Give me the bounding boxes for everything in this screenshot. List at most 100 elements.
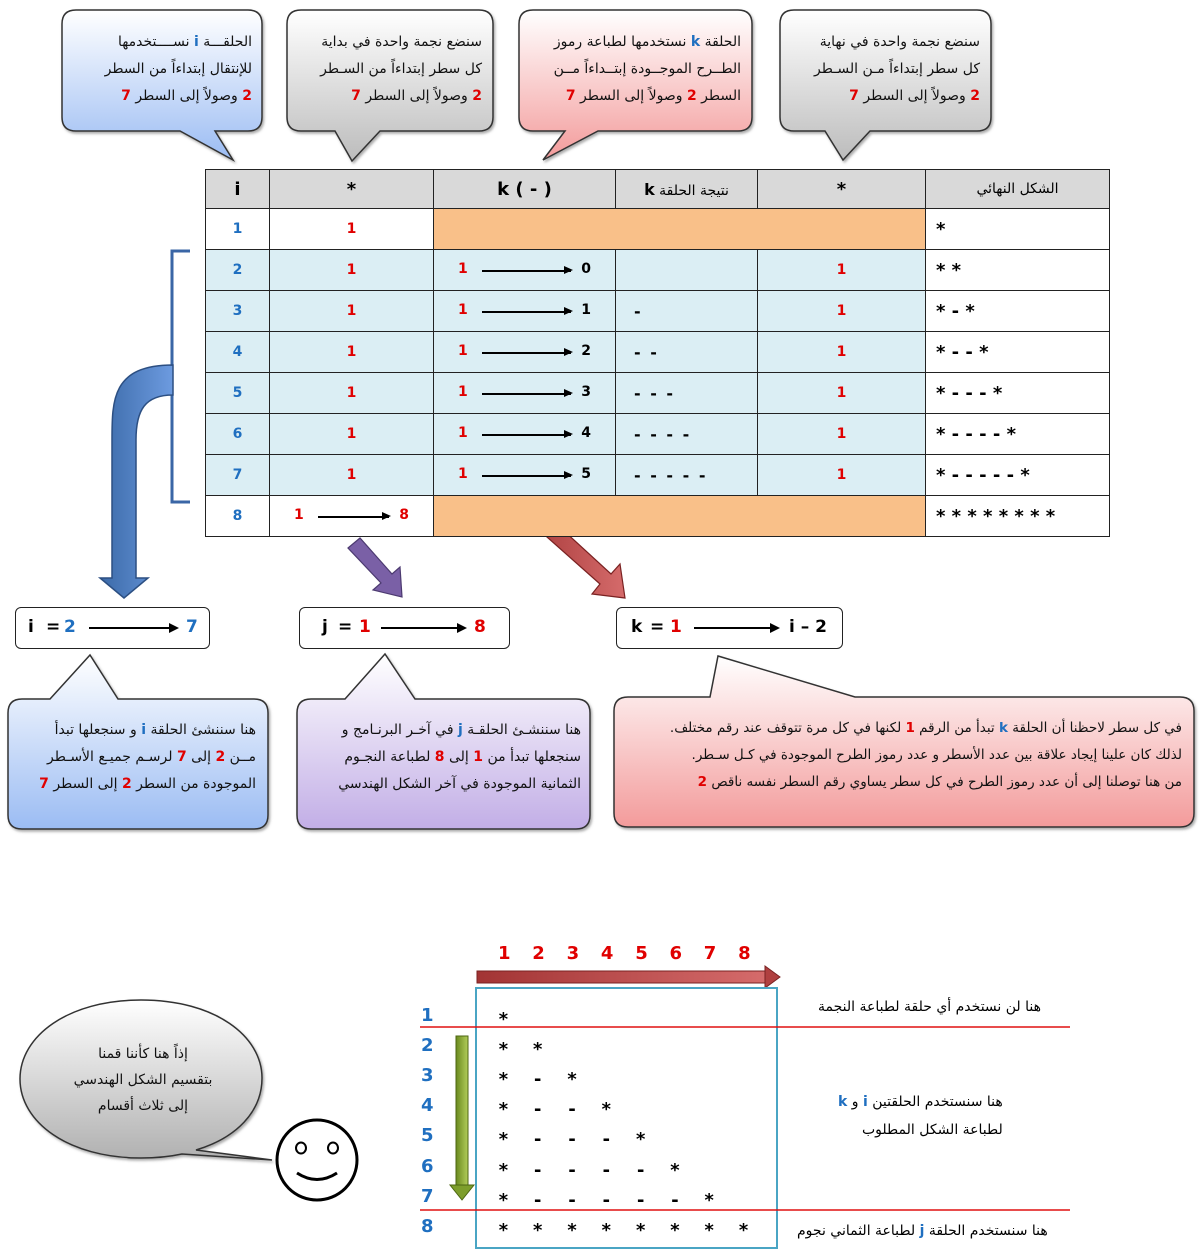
- star-grid-frame: [475, 987, 778, 1249]
- column-number: 5: [635, 943, 648, 964]
- pattern-star: *: [498, 1099, 509, 1121]
- row-final-shape-cell: * - *: [925, 290, 1110, 332]
- pattern-dash: -: [600, 1159, 612, 1181]
- row-number: 1: [421, 1005, 434, 1026]
- callout-i-loop-line2: للإنتقال إبتداءاً من السطر: [104, 61, 252, 77]
- k-range-arrow: [482, 267, 573, 273]
- pattern-star: *: [498, 1189, 509, 1211]
- column-numbers-arrow-head: [764, 965, 781, 989]
- i-loop-eq: =: [46, 617, 61, 637]
- speech-line1: إذاً هنا كأننا قمنا: [98, 1046, 188, 1062]
- note-middle-line2: لطباعة الشكل المطلوب: [862, 1122, 1003, 1138]
- callout-k-explain: في كل سطر لاحظنا أن الحلقة k تبدأ من الر…: [622, 715, 1182, 796]
- row-last-star-cell: 1: [757, 413, 926, 455]
- pattern-dash: -: [669, 1189, 681, 1211]
- pattern-dash: -: [566, 1129, 578, 1151]
- pattern-star: *: [635, 1219, 647, 1241]
- speech-line2: بتقسيم الشكل الهندسي: [73, 1072, 213, 1088]
- k-range-arrow: [482, 308, 573, 314]
- speech-bubble-text: إذاً هنا كأننا قمنا بتقسيم الشكل الهندسي…: [58, 1041, 228, 1119]
- row-number: 2: [421, 1035, 434, 1057]
- i-loop-from: 2: [64, 617, 76, 637]
- callout-i-explain-line2: مــن 2 إلى 7 لرسـم جميـع الأسـطر: [47, 749, 256, 765]
- pattern-dash: -: [532, 1189, 544, 1211]
- pattern-star: *: [669, 1159, 681, 1181]
- column-number: 6: [669, 943, 683, 964]
- callout-k-loop-line2: الطــرح الموجــودة إبتــداءاً مــن: [553, 61, 741, 77]
- j-range-to: 8: [399, 507, 409, 523]
- i-loop-arrow: [89, 623, 179, 632]
- k-range-from: 1: [458, 343, 468, 359]
- callout-last-star-line2: كل سطر إبتداءاً مـن السـطر: [814, 61, 980, 77]
- callout-i-loop-line1: الحلقـــة i نســــتخدمها: [117, 34, 252, 50]
- row-i-cell: 2: [205, 249, 270, 291]
- pattern-dash: -: [532, 1159, 544, 1181]
- pattern-star: *: [600, 1219, 612, 1241]
- pattern-star: *: [703, 1219, 715, 1241]
- k-range-from: 1: [458, 425, 468, 441]
- pattern-star: *: [669, 1219, 681, 1241]
- callout-last-star-shape: [779, 9, 992, 162]
- rows-2-7-bracket: [170, 249, 190, 504]
- callout-i-loop: الحلقـــة i نســــتخدمها للإنتقال إبتداء…: [72, 29, 252, 110]
- pattern-dash: -: [566, 1099, 578, 1121]
- callout-last-star: سنضع نجمة واحدة في نهاية كل سطر إبتداءاً…: [792, 29, 980, 110]
- pattern-star: *: [498, 1009, 509, 1030]
- k-range-to: 3: [581, 384, 591, 400]
- k-loop-to: i – 2: [789, 617, 827, 637]
- k-range-arrow: [482, 349, 573, 355]
- note-middle-line1: هنا سنستخدم الحلقتين i و k: [838, 1094, 1003, 1110]
- j-loop-from: 1: [359, 617, 371, 637]
- row-first-star-cell: 1: [269, 208, 434, 250]
- callout-j-explain-line3: الثمانية الموجودة في آخر الشكل الهندسي: [338, 776, 581, 792]
- row-k-result-cell: - - - - -: [615, 454, 758, 496]
- header-last-star: *: [757, 169, 926, 209]
- row-final-shape-cell: *: [925, 208, 1110, 250]
- callout-i-loop-shape: [61, 9, 263, 163]
- callout-first-star-shape: [286, 9, 494, 163]
- callout-k-loop: الحلقة k نستخدمها لطباعة رموز الطــرح ال…: [531, 29, 741, 110]
- k-range-arrow: [482, 431, 573, 437]
- row-final-shape-cell: * *: [925, 249, 1110, 291]
- k-range-from: 1: [458, 466, 468, 482]
- row-k-result-cell: - - - -: [615, 413, 758, 455]
- pattern-dash: -: [566, 1189, 578, 1211]
- note-middle: هنا سنستخدم الحلقتين i و k لطباعة الشكل …: [838, 1088, 1003, 1144]
- j-range-from: 1: [294, 507, 304, 523]
- i-loop-to: 7: [186, 617, 198, 637]
- row-final-shape-cell: * * * * * * * *: [925, 495, 1110, 537]
- callout-k-explain-shape: [613, 655, 1195, 828]
- row-final-shape-cell: * - - *: [925, 331, 1110, 373]
- note-row8: هنا سنستخدم الحلقة j لطباعة الثماني نجوم: [797, 1223, 1048, 1239]
- row-last-star-cell: 1: [757, 290, 926, 332]
- pattern-dash: -: [532, 1099, 544, 1121]
- callout-first-star-line3: 2 وصولاً إلى السطر 7: [351, 88, 482, 104]
- callout-i-explain: هنا سننشئ الحلقة i و سنجعلها تبدأ مــن 2…: [20, 717, 256, 798]
- row-number: 8: [421, 1215, 434, 1237]
- row-last-star-cell: 1: [757, 249, 926, 291]
- k-loop-arrow: [694, 623, 780, 632]
- pattern-star: *: [532, 1039, 544, 1061]
- callout-k-explain-line3: من هنا توصلنا إلى أن عدد رموز الطرح في ك…: [697, 774, 1182, 790]
- j-loop-arrow: [381, 623, 467, 632]
- callout-i-explain-shape: [7, 653, 269, 830]
- callout-i-explain-line1: هنا سننشئ الحلقة i و سنجعلها تبدأ: [54, 722, 256, 738]
- pattern-star: *: [532, 1219, 544, 1241]
- row-number: 4: [421, 1095, 434, 1117]
- k-range-arrow: [482, 472, 573, 478]
- column-number: 3: [566, 943, 580, 964]
- row-last-star-cell: 1: [757, 454, 926, 496]
- callout-k-explain-line1: في كل سطر لاحظنا أن الحلقة k تبدأ من الر…: [669, 720, 1182, 736]
- speech-bubble-shape: [19, 999, 273, 1161]
- pattern-star: *: [498, 1129, 509, 1151]
- k-range-to: 1: [581, 302, 591, 318]
